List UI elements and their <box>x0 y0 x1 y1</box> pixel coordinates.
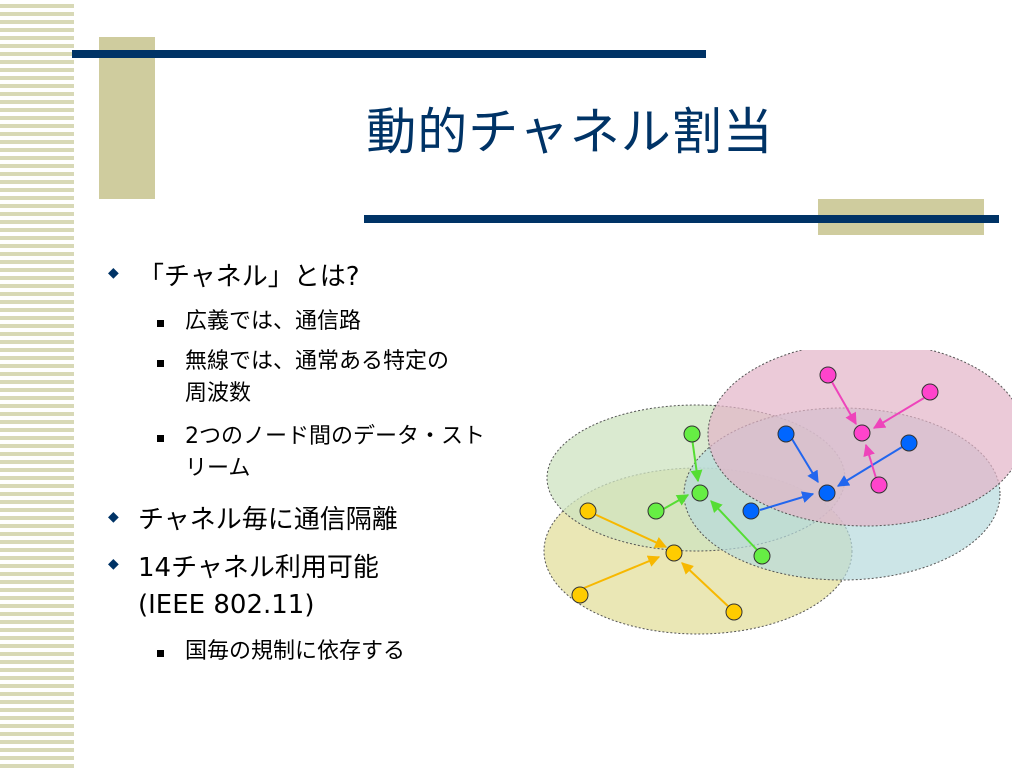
title-bottom-rule <box>364 215 999 223</box>
yellow-nodes <box>571 502 743 621</box>
diamond-bullet-icon: ◆ <box>108 556 119 572</box>
bullet-text-continued: (IEEE 802.11) <box>138 590 315 620</box>
diamond-bullet-icon: ◆ <box>108 509 119 525</box>
slide-title: 動的チャネル割当 <box>366 103 774 161</box>
sub-bullet-text: 周波数 <box>185 381 252 406</box>
bullet-text: 14チャネル利用可能 <box>138 553 379 583</box>
square-bullet-icon <box>157 320 164 327</box>
bullet-text: 「チャネル」とは? <box>138 262 360 292</box>
green-nodes <box>647 425 771 565</box>
title-top-rule <box>72 50 706 58</box>
title-accent-block <box>99 37 155 199</box>
blue-nodes <box>742 425 918 520</box>
channel-diagram <box>543 350 1012 635</box>
decorative-stripes <box>0 0 74 768</box>
sub-bullet-text: 広義では、通信路 <box>185 309 362 334</box>
sub-bullet-text: 2つのノード間のデータ・スト <box>185 424 485 449</box>
square-bullet-icon <box>157 650 164 657</box>
pink-links <box>831 381 925 479</box>
yellow-links <box>583 512 731 609</box>
bullet-text: チャネル毎に通信隔離 <box>138 505 398 535</box>
sub-bullet-text: 国毎の規制に依存する <box>185 639 406 664</box>
blue-links <box>759 438 903 511</box>
sub-bullet-text: リーム <box>185 456 251 481</box>
diamond-bullet-icon: ◆ <box>108 265 119 281</box>
sub-bullet-text: 無線では、通常ある特定の <box>185 349 450 374</box>
green-links <box>659 437 759 552</box>
square-bullet-icon <box>157 435 164 442</box>
square-bullet-icon <box>157 360 164 367</box>
pink-nodes <box>819 366 939 494</box>
